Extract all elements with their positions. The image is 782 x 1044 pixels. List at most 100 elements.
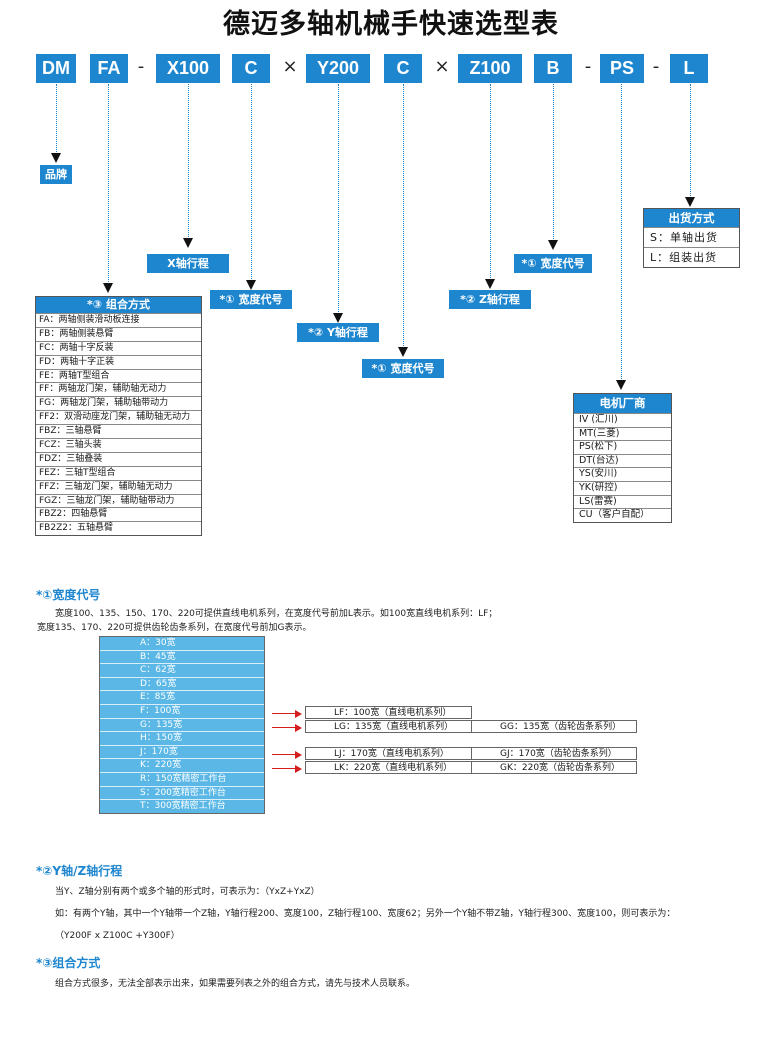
table-row: FBZ：三轴悬臂 — [36, 424, 201, 438]
table-row: FC：两轴十字反装 — [36, 340, 201, 355]
table-row: FBZ2：四轴悬臂 — [36, 507, 201, 521]
table-row: MT(三菱) — [574, 426, 671, 441]
section-note: 组合方式很多，无法全部表示出来，如果需要列表之外的组合方式，请先与技术人员联系。 — [55, 979, 416, 989]
section-note: 宽度100、135、150、170、220可提供直线电机系列，在宽度代号前加L表… — [55, 609, 498, 619]
manufacturer-table: 电机厂商 IV (汇川) MT(三菱) PS(松下) DT(台达) YS(安川)… — [573, 393, 672, 523]
linear-width-item: LJ：170宽（直线电机系列） — [305, 747, 472, 760]
connector-line — [108, 84, 109, 284]
code-y-width: C — [384, 54, 422, 83]
table-row: S：单轴出货 — [644, 227, 739, 247]
table-row: FA：两轴侧装滑动板连接 — [36, 313, 201, 327]
table-row: FFZ：三轴龙门架，辅助轴无动力 — [36, 479, 201, 494]
table-row: YS(安川) — [574, 467, 671, 481]
table-row: FG：两轴龙门架，辅助轴带动力 — [36, 396, 201, 410]
list-item: E：85宽 — [100, 691, 264, 705]
arrow-down-icon — [246, 280, 256, 290]
code-x-stroke: X100 — [156, 54, 220, 83]
code-motor: PS — [600, 54, 644, 83]
list-item: R：150宽精密工作台 — [100, 773, 264, 787]
red-arrow-icon — [272, 724, 302, 732]
arrow-down-icon — [616, 380, 626, 390]
arrow-down-icon — [685, 197, 695, 207]
separator-dash: - — [584, 56, 592, 77]
separator-times: × — [282, 56, 298, 77]
gear-width-item: GG：135宽（齿轮齿条系列） — [471, 720, 637, 733]
code-combo: FA — [90, 54, 128, 83]
connector-line — [403, 84, 404, 348]
label-y-stroke: *② Y轴行程 — [297, 323, 379, 342]
manufacturer-header: 电机厂商 — [574, 394, 671, 413]
label-z-stroke: *② Z轴行程 — [449, 290, 531, 309]
table-row: FE：两轴T型组合 — [36, 368, 201, 383]
table-row: FF2：双滑动座龙门架，辅助轴无动力 — [36, 410, 201, 424]
code-z-width: B — [534, 54, 572, 83]
table-row: LS(雷赛) — [574, 494, 671, 509]
list-item: K：220宽 — [100, 759, 264, 773]
table-row: FF：两轴龙门架，辅助轴无动力 — [36, 382, 201, 396]
arrow-down-icon — [485, 279, 495, 289]
list-item: F：100宽 — [100, 705, 264, 719]
table-row: FEZ：三轴T型组合 — [36, 465, 201, 480]
linear-width-item: LG：135宽（直线电机系列） — [305, 720, 472, 733]
table-row: FGZ：三轴龙门架，辅助轴带动力 — [36, 493, 201, 508]
gear-width-item: GJ：170宽（齿轮齿条系列） — [471, 747, 637, 760]
linear-width-item: LF：100宽（直线电机系列） — [305, 706, 472, 719]
code-brand: DM — [36, 54, 76, 83]
width-code-list: A：30宽 B：45宽 C：62宽 D：65宽 E：85宽 F：100宽 G：1… — [99, 636, 265, 814]
table-row: FDZ：三轴叠装 — [36, 451, 201, 466]
connector-line — [490, 84, 491, 280]
list-item: S：200宽精密工作台 — [100, 787, 264, 801]
arrow-down-icon — [398, 347, 408, 357]
code-z-stroke: Z100 — [458, 54, 522, 83]
arrow-down-icon — [183, 238, 193, 248]
arrow-down-icon — [103, 283, 113, 293]
list-item: A：30宽 — [100, 637, 264, 651]
section-width-heading: *①宽度代号 — [36, 588, 101, 602]
section-note: 当Y、Z轴分别有两个或多个轴的形式时，可表示为：（YxZ+YxZ） — [55, 887, 320, 897]
separator-dash: - — [652, 56, 660, 77]
label-width-z: *① 宽度代号 — [514, 254, 592, 273]
red-arrow-icon — [272, 751, 302, 759]
shipping-table: 出货方式 S：单轴出货 L：组装出货 — [643, 208, 740, 268]
label-x-stroke: X轴行程 — [147, 254, 229, 273]
arrow-down-icon — [333, 313, 343, 323]
table-row: FCZ：三轴头装 — [36, 438, 201, 452]
connector-line — [338, 84, 339, 314]
table-row: FB：两轴侧装悬臂 — [36, 326, 201, 341]
list-item: B：45宽 — [100, 651, 264, 665]
label-width-y: *① 宽度代号 — [362, 359, 444, 378]
connector-line — [690, 84, 691, 198]
linear-width-item: LK：220宽（直线电机系列） — [305, 761, 472, 774]
section-note: （Y200F x Z100C +Y300F） — [55, 931, 180, 941]
list-item: C：62宽 — [100, 664, 264, 678]
combo-header: *③ 组合方式 — [36, 297, 201, 313]
connector-line — [251, 84, 252, 281]
list-item: T：300宽精密工作台 — [140, 801, 226, 812]
section-stroke-heading: *②Y轴/Z轴行程 — [36, 864, 123, 878]
table-row: L：组装出货 — [644, 247, 739, 267]
section-note: 宽度135、170、220可提供齿轮齿条系列，在宽度代号前加G表示。 — [37, 623, 312, 633]
shipping-header: 出货方式 — [644, 209, 739, 227]
section-note: 如：有两个Y轴，其中一个Y轴带一个Z轴，Y轴行程200、宽度100，Z轴行程10… — [55, 909, 676, 919]
table-row: FB2Z2：五轴悬臂 — [36, 521, 201, 535]
separator-dash: - — [137, 56, 145, 77]
table-row: DT(台达) — [574, 453, 671, 468]
red-arrow-icon — [272, 710, 302, 718]
section-combo-heading: *③组合方式 — [36, 956, 101, 970]
table-row: PS(松下) — [574, 440, 671, 454]
connector-line — [56, 84, 57, 154]
arrow-down-icon — [51, 153, 61, 163]
label-width-x: *① 宽度代号 — [210, 290, 292, 309]
gear-width-item: GK：220宽（齿轮齿条系列） — [471, 761, 637, 774]
code-y-stroke: Y200 — [306, 54, 370, 83]
connector-line — [553, 84, 554, 241]
table-row: YK(研控) — [574, 480, 671, 495]
combo-table: *③ 组合方式 FA：两轴侧装滑动板连接 FB：两轴侧装悬臂 FC：两轴十字反装… — [35, 296, 202, 537]
code-shipping: L — [670, 54, 708, 83]
table-row: FD：两轴十字正装 — [36, 354, 201, 369]
list-item: H：150宽 — [100, 732, 264, 746]
page-title: 德迈多轴机械手快速选型表 — [223, 9, 559, 40]
connector-line — [188, 84, 189, 239]
red-arrow-icon — [272, 765, 302, 773]
connector-line — [621, 84, 622, 381]
